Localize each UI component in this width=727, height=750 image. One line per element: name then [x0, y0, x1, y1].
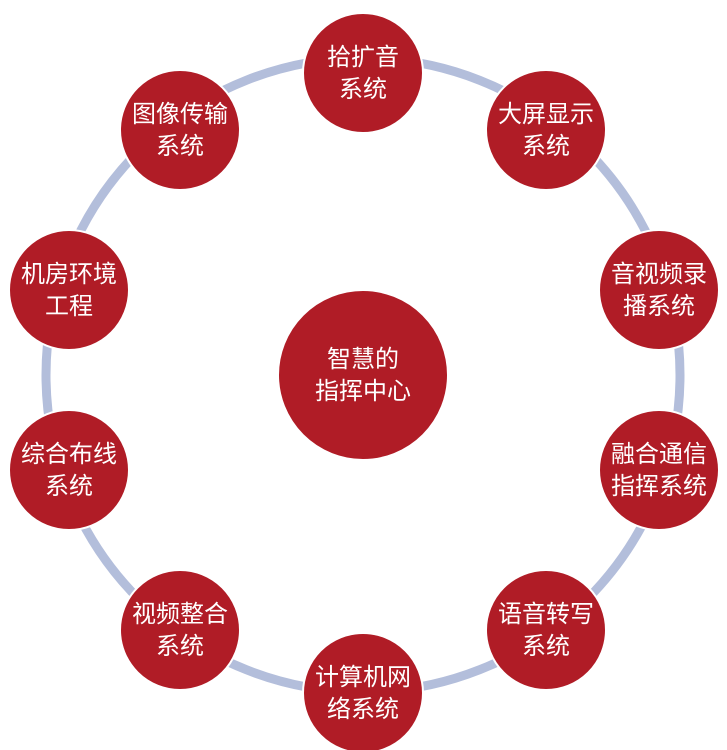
system-node-6-circle: [302, 632, 424, 750]
system-node-4-circle: [598, 409, 720, 531]
system-node-6-label-line-2: 络系统: [327, 695, 399, 723]
system-node-3-label-line-1: 音视频录: [611, 260, 707, 288]
system-node-7-label-line-1: 视频整合: [132, 600, 228, 628]
system-node-7-circle: [119, 569, 241, 691]
system-node-4-label-line-2: 指挥系统: [611, 472, 707, 500]
system-node-5-label-line-2: 系统: [522, 632, 570, 660]
system-node-8-circle: [8, 409, 130, 531]
system-node-3-circle: [598, 229, 720, 351]
system-node-5-circle: [485, 569, 607, 691]
system-node-8-label-line-2: 系统: [45, 472, 93, 500]
system-node-1-label-line-1: 拾扩音: [327, 43, 399, 71]
system-node-7-label-line-2: 系统: [156, 632, 204, 660]
system-node-3-label-line-2: 播系统: [623, 292, 695, 320]
nodes-layer: 拾扩音系统大屏显示系统音视频录播系统融合通信指挥系统语音转写系统计算机网络系统视…: [8, 12, 720, 750]
system-node-9-label-line-2: 工程: [45, 292, 93, 320]
center-node-label-line-2: 指挥中心: [315, 377, 411, 405]
center-node-circle: [277, 289, 449, 461]
system-node-4-label-line-1: 融合通信: [611, 440, 707, 468]
system-node-10-circle: [119, 69, 241, 191]
system-node-10-label-line-2: 系统: [156, 132, 204, 160]
system-node-9-circle: [8, 229, 130, 351]
system-node-1-label-line-2: 系统: [339, 75, 387, 103]
system-node-2-circle: [485, 69, 607, 191]
system-node-10-label-line-1: 图像传输: [132, 100, 228, 128]
system-node-5-label-line-1: 语音转写: [498, 600, 594, 628]
system-node-9-label-line-1: 机房环境: [21, 260, 117, 288]
system-node-1-circle: [302, 12, 424, 134]
center-node-label-line-1: 智慧的: [327, 345, 399, 373]
system-node-2-label-line-2: 系统: [522, 132, 570, 160]
system-node-2-label-line-1: 大屏显示: [498, 100, 594, 128]
system-node-8-label-line-1: 综合布线: [21, 440, 117, 468]
system-node-6-label-line-1: 计算机网: [315, 663, 411, 691]
